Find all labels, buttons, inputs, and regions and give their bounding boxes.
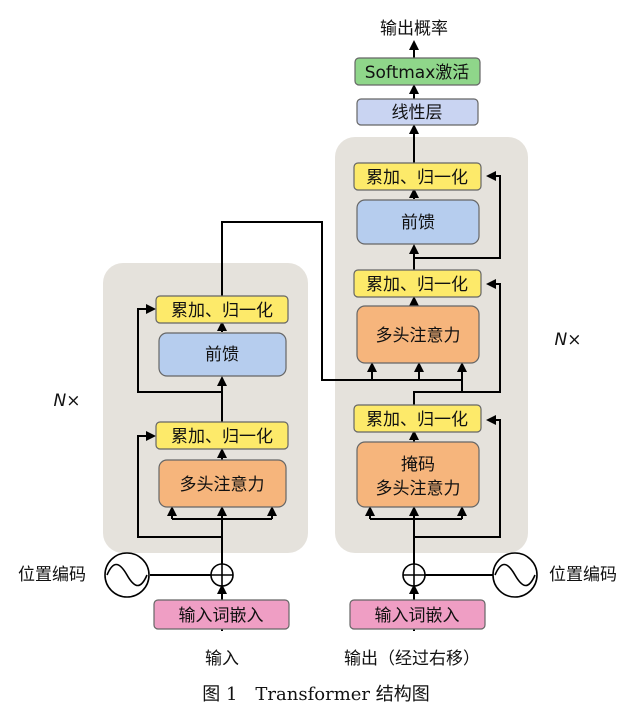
encoder-add-circle-icon <box>210 563 234 587</box>
encoder-add-norm-top <box>155 295 289 324</box>
decoder-feedforward <box>356 199 480 245</box>
softmax-label: Softmax激活 <box>365 63 470 83</box>
positional-encoding-left-label: 位置编码 <box>18 565 86 585</box>
decoder-repeat-label: N× <box>555 330 582 350</box>
decoder-embedding-box <box>349 599 486 630</box>
decoder-add-norm-mid <box>353 269 482 298</box>
encoder-embedding-box <box>153 599 290 630</box>
decoder-add-circle-icon <box>402 563 426 587</box>
decoder-positional-encoding-icon <box>492 552 538 598</box>
positional-encoding-right-label: 位置编码 <box>549 565 617 585</box>
decoder-masked-attention-line1: 掩码 <box>401 455 435 475</box>
connection-lines <box>137 40 501 631</box>
decoder-cross-attention <box>356 305 480 364</box>
encoder-embedding-label: 输入词嵌入 <box>179 606 264 626</box>
output-probability-label: 输出概率 <box>380 19 448 39</box>
decoder-add-norm-top-label: 累加、归一化 <box>366 168 468 188</box>
encoder-repeat-label: N× <box>54 391 81 411</box>
decoder-add-norm-bottom-label: 累加、归一化 <box>366 410 468 430</box>
decoder-embedding-label: 输入词嵌入 <box>375 606 460 626</box>
linear-layer-label: 线性层 <box>392 103 443 123</box>
decoder-cross-attention-label: 多头注意力 <box>376 326 461 346</box>
encoder-add-norm-bottom-label: 累加、归一化 <box>171 427 273 447</box>
decoder-add-norm-mid-label: 累加、归一化 <box>366 275 468 295</box>
decoder-feedforward-label: 前馈 <box>401 213 435 233</box>
encoder-add-norm-top-label: 累加、归一化 <box>171 301 273 321</box>
linear-layer-box <box>356 98 479 126</box>
encoder-multi-head-attention <box>158 459 287 508</box>
encoder-input-label: 输入 <box>205 649 239 669</box>
encoder-attention-label: 多头注意力 <box>180 475 265 495</box>
encoder-feedforward <box>158 332 287 377</box>
encoder-positional-encoding-icon <box>104 552 150 598</box>
softmax-box <box>354 57 481 86</box>
decoder-input-label: 输出（经过右移） <box>344 649 480 669</box>
decoder-add-norm-top <box>353 162 482 191</box>
decoder-masked-attention <box>356 441 480 508</box>
figure-caption: 图 1 Transformer 结构图 <box>202 684 430 705</box>
decoder-add-norm-bottom <box>353 404 482 433</box>
encoder-add-norm-bottom <box>155 421 289 450</box>
encoder-feedforward-label: 前馈 <box>205 345 239 365</box>
decoder-masked-attention-line2: 多头注意力 <box>376 479 461 499</box>
